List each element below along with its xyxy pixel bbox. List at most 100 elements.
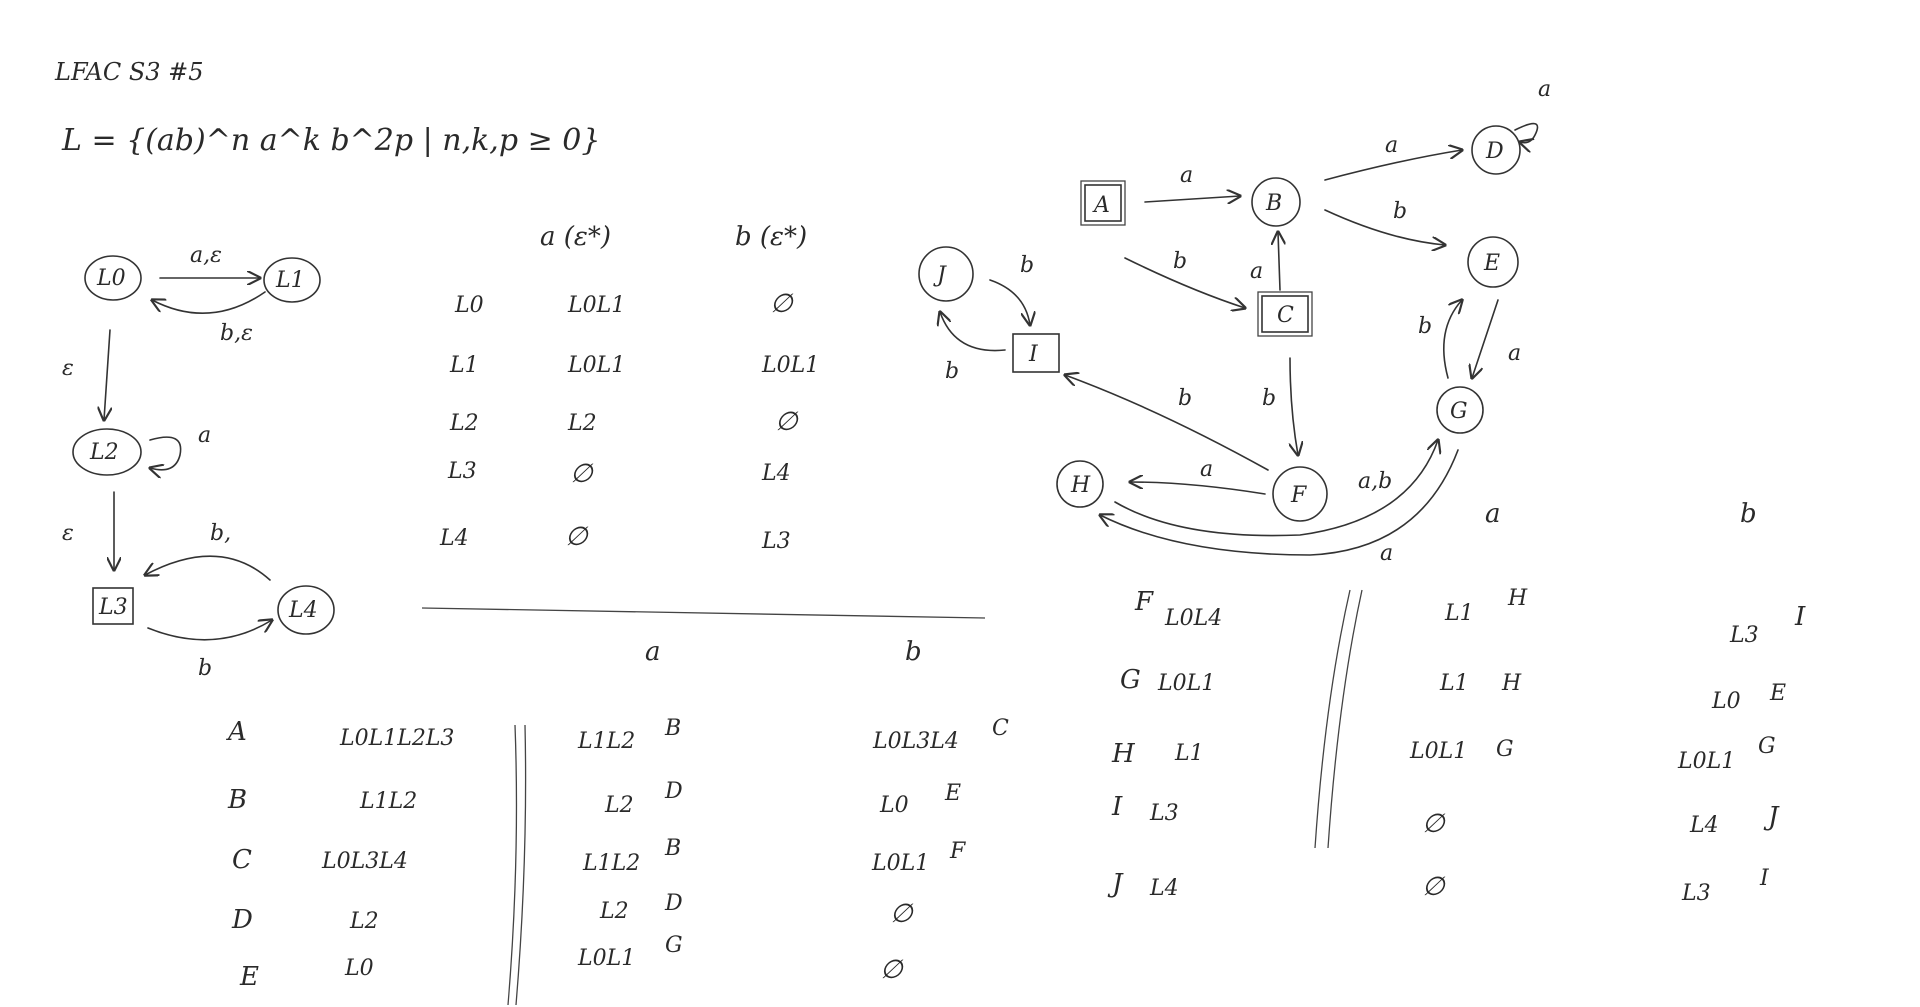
closure-row-a: ∅ xyxy=(570,459,594,489)
dfa-edge-label: a,b xyxy=(1358,469,1392,494)
dfa-left-header-a: a xyxy=(645,637,661,667)
dfa-left-row-a-target: G xyxy=(665,933,683,958)
dfa-right-row-name: G xyxy=(1120,665,1141,695)
dfa-left-row-set: L2 xyxy=(349,909,379,934)
dfa-edge-label: a xyxy=(1385,133,1398,158)
dfa-left-row-a: L2 xyxy=(604,793,634,818)
dfa-right-row-b: L0 xyxy=(1711,689,1741,714)
dfa-edge-label: b xyxy=(1178,386,1192,411)
nfa-state-label: L3 xyxy=(98,595,128,620)
dfa-state-label: G xyxy=(1450,399,1468,424)
dfa-right-row-name: F xyxy=(1134,587,1154,617)
closure-row-b: L4 xyxy=(761,461,791,486)
dfa-left-row-name: E xyxy=(239,962,259,992)
dfa-left-row-b-target: E xyxy=(944,781,961,806)
dfa-state-label: H xyxy=(1070,473,1091,498)
dfa-right-header-a: a xyxy=(1485,499,1501,529)
closure-table: a (ε*) b (ε*) L0 L0L1 ∅ L1 L0L1 L0L1 L2 … xyxy=(421,222,986,619)
dfa-edge-label: b xyxy=(1173,249,1187,274)
dfa-right-row-b: L3 xyxy=(1681,881,1711,906)
dfa-left-row-name: D xyxy=(231,905,253,935)
dfa-right-row-a-target: H xyxy=(1507,586,1528,611)
dfa-edge-a-c xyxy=(1124,257,1245,308)
nfa-state-l3-final: L3 xyxy=(92,587,134,625)
nfa-state-l0: L0 xyxy=(84,255,142,301)
dfa-edge-d-loop xyxy=(1514,122,1539,143)
dfa-edge-f-g xyxy=(1114,440,1438,537)
closure-row-a: ∅ xyxy=(565,522,589,552)
dfa-left-row-b: ∅ xyxy=(890,899,914,929)
language-definition: L = {(ab)^n a^k b^2p | n,k,p ≥ 0} xyxy=(61,123,600,158)
dfa-edge-label: a xyxy=(1508,341,1521,366)
closure-row-a: L0L1 xyxy=(567,293,625,318)
closure-row-b: L3 xyxy=(761,529,791,554)
dfa-state-d: D xyxy=(1471,125,1521,175)
board-title: LFAC S3 #5 xyxy=(54,58,204,86)
dfa-state-e: E xyxy=(1467,236,1519,288)
dfa-right-row-set: L0L1 xyxy=(1157,671,1215,696)
dfa-left-row-b-target: C xyxy=(992,716,1009,741)
nfa-state-label: L2 xyxy=(89,440,119,465)
dfa-right-row-b-target: J xyxy=(1763,802,1780,832)
nfa-edge-label: a,ε xyxy=(190,243,222,268)
dfa-edge-label: a xyxy=(1380,541,1393,566)
dfa-edge-e-g xyxy=(1472,299,1499,378)
dfa-right-row-a-target: G xyxy=(1496,737,1514,762)
nfa-edge-l2-loop xyxy=(150,436,182,470)
dfa-left-row-name: A xyxy=(226,717,247,747)
dfa-left-row-a-target: D xyxy=(664,779,683,804)
dfa-edge-f-h xyxy=(1130,482,1266,495)
dfa-right-row-name: I xyxy=(1111,792,1123,822)
dfa-right-row-b-target: G xyxy=(1758,734,1776,759)
dfa-right-row-name: H xyxy=(1111,739,1136,769)
dfa-left-row-a: L1L2 xyxy=(577,729,635,754)
nfa-state-label: L4 xyxy=(288,598,318,623)
dfa-right-row-a: L0L1 xyxy=(1409,739,1467,764)
nfa-state-label: L1 xyxy=(275,268,305,293)
dfa-left-row-name: B xyxy=(227,785,247,815)
nfa-state-l4: L4 xyxy=(277,585,335,635)
dfa-edge-c-b xyxy=(1278,232,1280,291)
dfa-right-row-a: L1 xyxy=(1444,601,1474,626)
dfa-right-row-b-target: I xyxy=(1794,602,1806,632)
dfa-table-left: a b A L0L1L2L3 L1L2 B L0L3L4 C B L1L2 L2… xyxy=(226,637,1009,1006)
nfa-state-l1: L1 xyxy=(263,257,321,303)
dfa-edge-f-i xyxy=(1065,375,1269,471)
closure-row-state: L4 xyxy=(439,526,469,551)
dfa-left-divider xyxy=(515,724,527,1006)
dfa-right-header-b: b xyxy=(1740,499,1757,529)
closure-header-b: b (ε*) xyxy=(735,222,807,252)
dfa-edge-g-e xyxy=(1443,300,1462,379)
dfa-edge-c-f xyxy=(1290,357,1298,455)
dfa-right-row-b: L0L1 xyxy=(1677,749,1735,774)
nfa-state-l2: L2 xyxy=(72,428,142,476)
dfa-state-label: B xyxy=(1265,191,1282,216)
dfa-edge-label: b xyxy=(1020,253,1034,278)
closure-row-a: L0L1 xyxy=(567,353,625,378)
dfa-edge-i-j xyxy=(940,312,1006,352)
dfa-left-row-b: L0L3L4 xyxy=(872,729,959,754)
dfa-right-row-a: ∅ xyxy=(1422,809,1446,839)
dfa-edge-label: b xyxy=(945,359,959,384)
dfa-edge-label: a xyxy=(1180,163,1193,188)
nfa-edge-label: ε xyxy=(62,521,74,546)
dfa-left-row-set: L0L1L2L3 xyxy=(339,726,454,751)
closure-row-b: ∅ xyxy=(770,289,794,319)
closure-row-a: L2 xyxy=(567,411,597,436)
dfa-edge-label: a xyxy=(1250,259,1263,284)
dfa-right-row-name: J xyxy=(1107,869,1124,899)
nfa-edge-l1-l0 xyxy=(152,291,266,314)
dfa-left-row-name: C xyxy=(232,845,252,875)
closure-row-b: ∅ xyxy=(775,407,799,437)
nfa-edge-label: b, xyxy=(210,521,231,546)
dfa-left-row-b: L0L1 xyxy=(871,851,929,876)
nfa-edge-l3-l4 xyxy=(147,620,272,641)
dfa-edge-h-g xyxy=(1100,449,1459,556)
closure-row-state: L1 xyxy=(449,353,479,378)
dfa-right-row-b: L4 xyxy=(1689,813,1719,838)
closure-row-state: L2 xyxy=(449,411,479,436)
dfa-state-label: A xyxy=(1092,193,1110,218)
dfa-left-row-a: L0L1 xyxy=(577,946,635,971)
dfa-right-row-set: L4 xyxy=(1149,876,1179,901)
